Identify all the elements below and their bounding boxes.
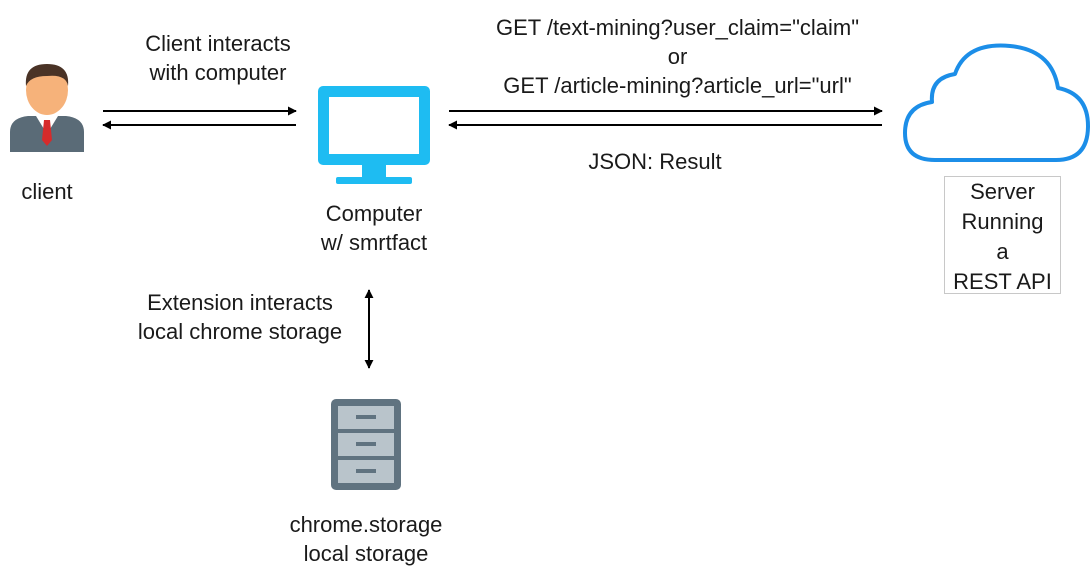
monitor-icon <box>318 86 430 184</box>
request-label: GET /text-mining?user_claim="claim" or G… <box>495 15 860 98</box>
client-label: client <box>21 179 73 204</box>
cloud-icon <box>903 43 1090 162</box>
client-computer-label: Client interacts with computer <box>145 31 291 85</box>
filing-cabinet-icon <box>331 399 401 490</box>
storage-link-label: Extension interacts local chrome storage <box>137 290 343 344</box>
person-icon <box>10 64 84 152</box>
response-label: JSON: Result <box>588 149 722 174</box>
storage-label: chrome.storage local storage <box>289 512 443 566</box>
computer-label: Computer w/ smrtfact <box>320 201 428 255</box>
server-label-box: Server Running a REST API <box>944 176 1061 294</box>
